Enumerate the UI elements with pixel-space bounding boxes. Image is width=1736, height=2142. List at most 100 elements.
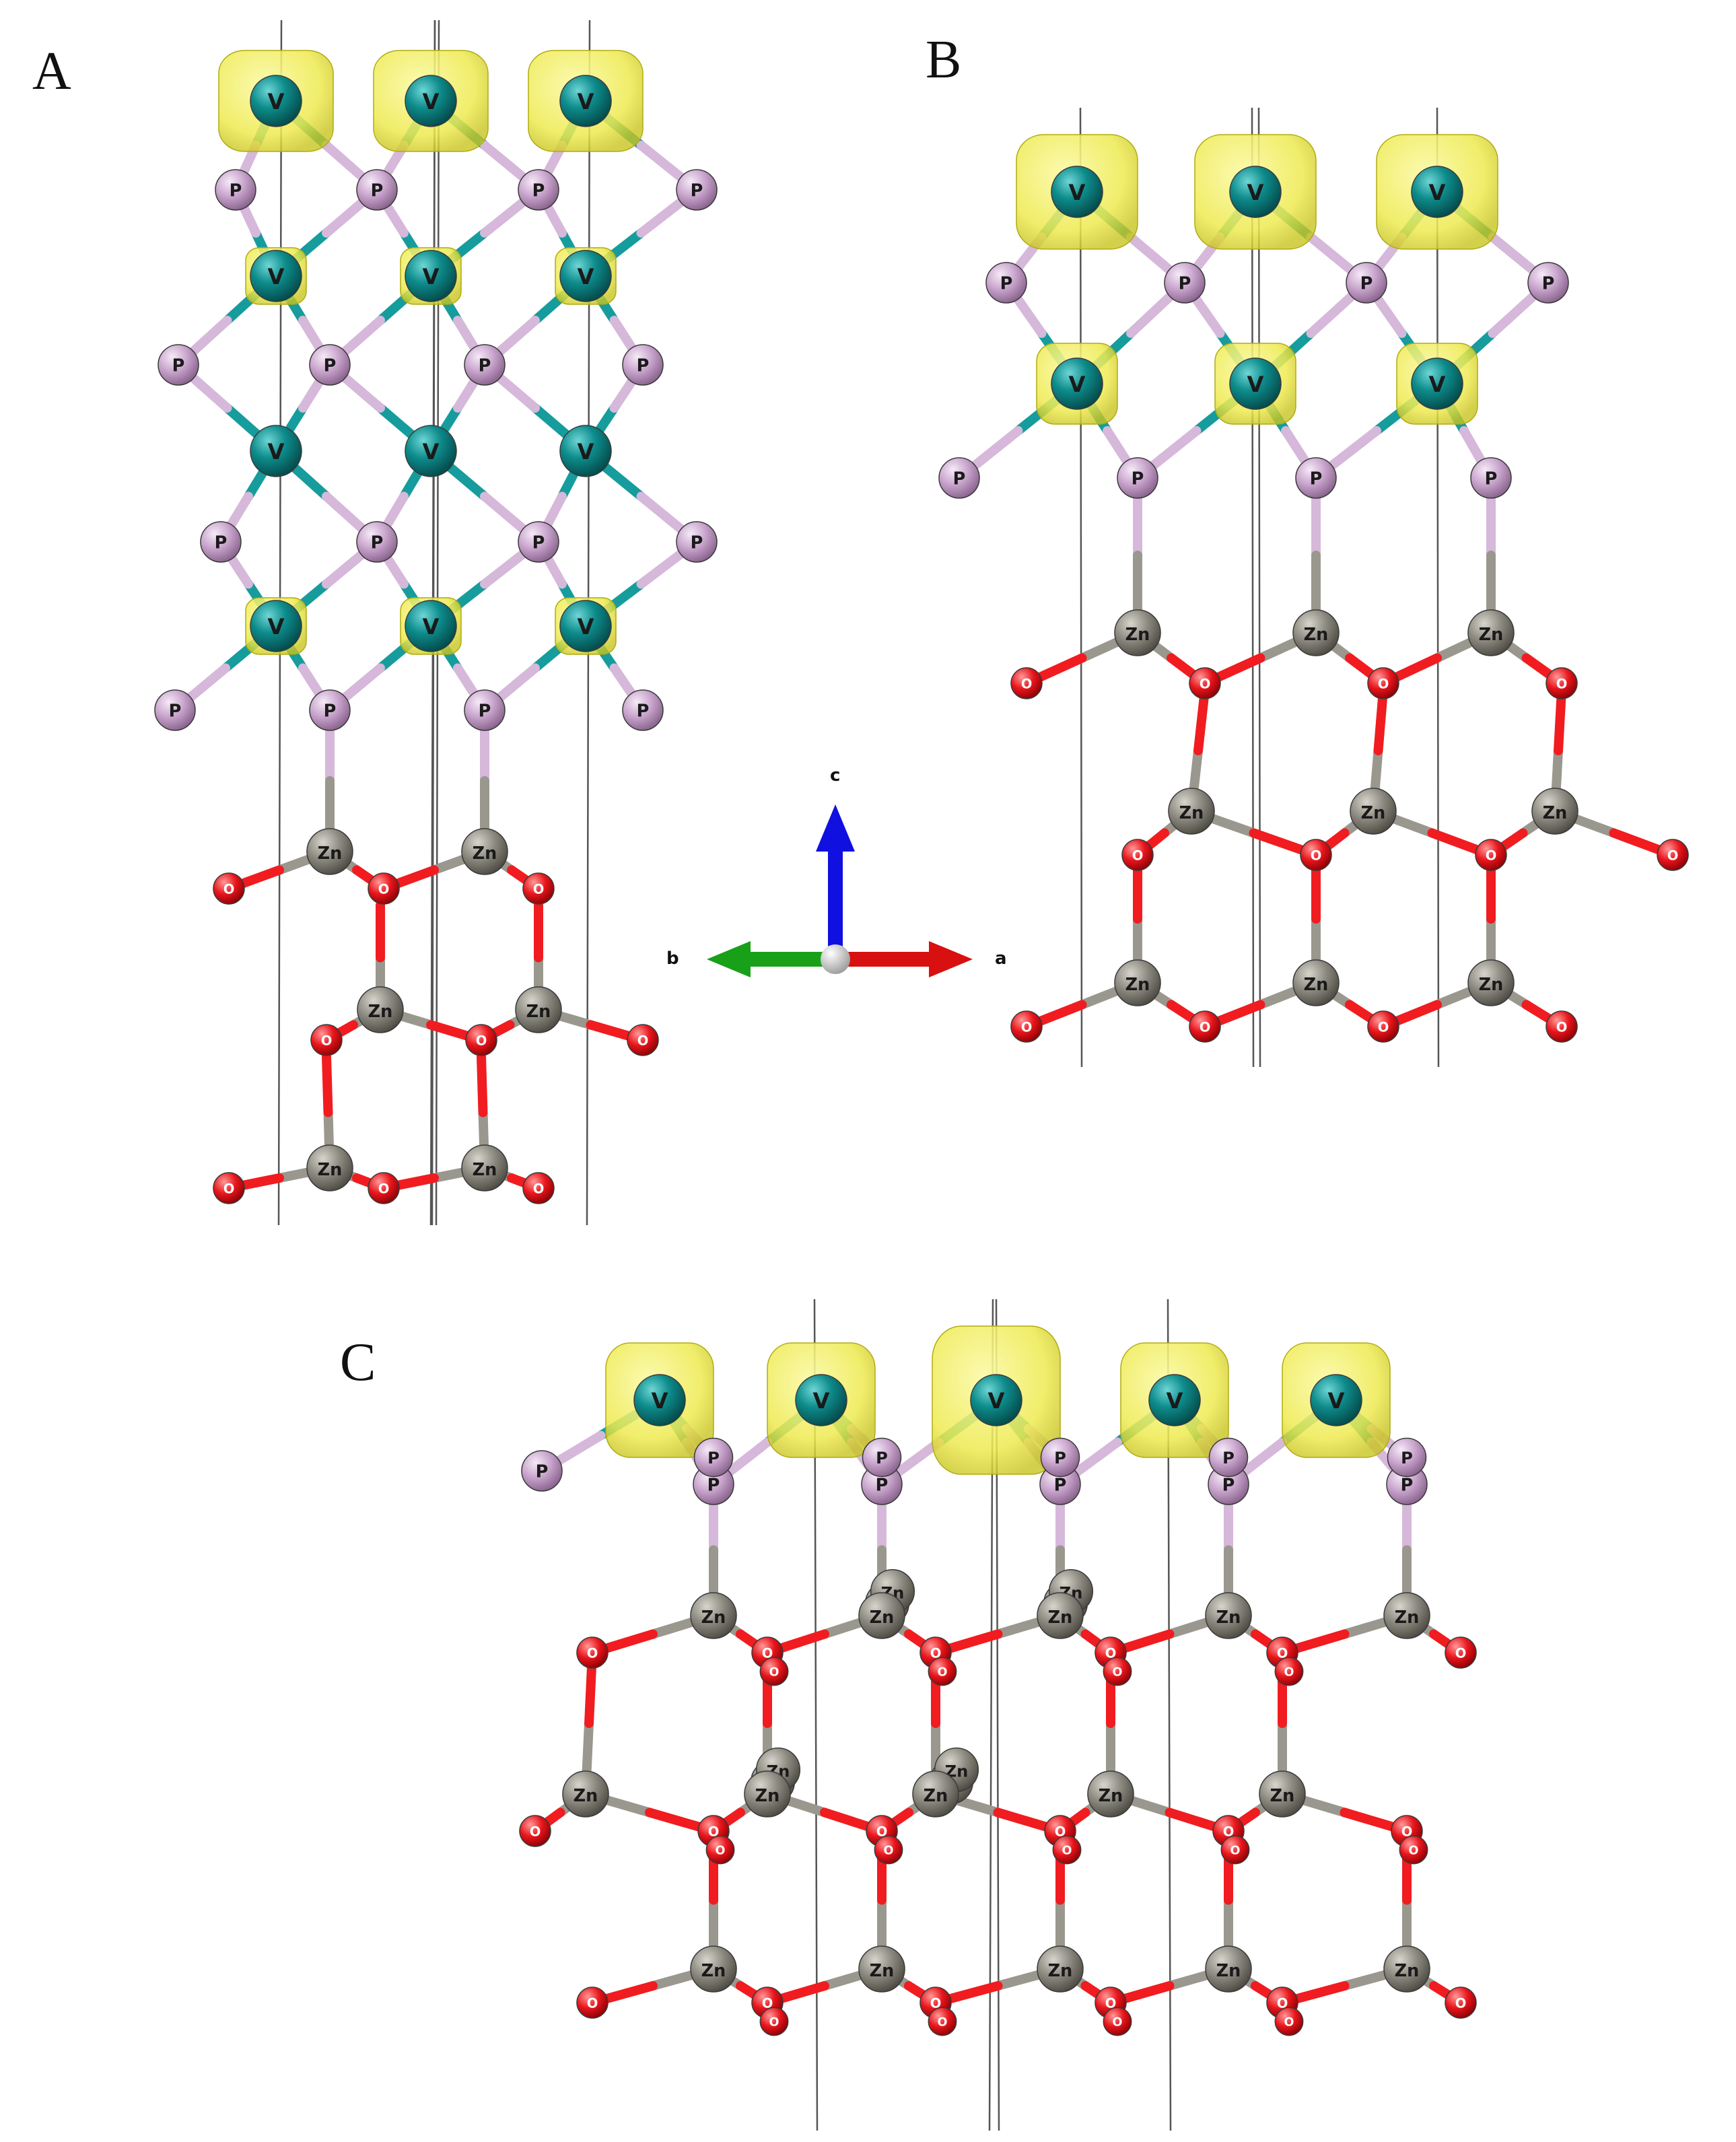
atom-zn-label: Zn — [924, 1786, 948, 1806]
atom-zn-sphere — [1383, 1945, 1430, 1993]
cell-edge — [1251, 107, 1255, 1068]
atom-zn: Zn — [1292, 959, 1340, 1006]
panel-label-c: C — [340, 1333, 376, 1392]
atom-p-sphere — [1346, 262, 1387, 304]
atom-o-sphere — [1103, 2007, 1132, 2036]
atom-zn-label: Zn — [318, 1160, 343, 1180]
atom-zn-label: Zn — [701, 1961, 726, 1981]
atom-v: V — [1051, 357, 1103, 410]
atom-p: P — [676, 169, 718, 211]
atom-v: V — [559, 75, 612, 127]
atom-o-sphere — [1367, 667, 1399, 699]
atom-p-label: P — [1310, 469, 1323, 489]
atom-o: O — [368, 1172, 400, 1204]
atom-zn: Zn — [1037, 1945, 1084, 1993]
atom-zn-label: Zn — [1270, 1786, 1295, 1806]
atom-v: V — [559, 425, 612, 477]
atom-zn-sphere — [357, 986, 404, 1033]
atom-zn-label: Zn — [1048, 1961, 1073, 1981]
atom-v-label: V — [423, 439, 440, 464]
atom-zn: Zn — [1467, 959, 1515, 1006]
panel-label-b: B — [926, 30, 961, 90]
atom-p: P — [938, 457, 980, 499]
atom-o: O — [522, 1172, 555, 1204]
atom-zn: Zn — [461, 1144, 508, 1191]
atom-p: P — [1040, 1437, 1080, 1478]
atom-v-sphere — [633, 1374, 686, 1426]
atom-p-label: P — [637, 356, 650, 376]
atom-o-sphere — [1052, 1835, 1082, 1865]
atom-v: V — [559, 600, 612, 652]
atom-v-sphere — [1051, 166, 1103, 218]
atom-zn-sphere — [306, 828, 353, 875]
atom-zn-label: Zn — [526, 1002, 551, 1022]
atom-p-label: P — [1222, 1449, 1235, 1467]
atom-zn-label: Zn — [1479, 975, 1504, 995]
atom-p-sphere — [154, 689, 196, 731]
atom-p-label: P — [532, 533, 545, 553]
atom-p: P — [1470, 457, 1512, 499]
atom-p-sphere — [309, 344, 351, 386]
atom-v-sphere — [250, 425, 302, 477]
atom-p: P — [356, 521, 398, 563]
atom-zn-sphere — [1037, 1945, 1084, 1993]
atom-o-label: O — [1062, 1844, 1072, 1858]
atom-p: P — [464, 344, 506, 386]
atom-p-label: P — [371, 533, 384, 553]
atom-o: O — [576, 1986, 609, 2019]
atom-p: P — [200, 521, 242, 563]
atom-zn: Zn — [1205, 1945, 1252, 1993]
atom-p-label: P — [707, 1449, 720, 1467]
atom-v-sphere — [405, 250, 457, 302]
atom-zn-label: Zn — [1479, 625, 1504, 645]
atom-zn: Zn — [858, 1945, 905, 1993]
atom-o-sphere — [1546, 1010, 1578, 1043]
atom-v-label: V — [578, 89, 594, 114]
atom-zn-sphere — [1292, 959, 1340, 1006]
atom-o-sphere — [1367, 1010, 1399, 1043]
atom-o-sphere — [759, 2007, 789, 2036]
atom-p-label: P — [1485, 469, 1498, 489]
atom-p-sphere — [464, 344, 506, 386]
atom-v-sphere — [1148, 1374, 1201, 1426]
atom-zn: Zn — [1259, 1770, 1306, 1818]
atom-p-sphere — [1208, 1437, 1249, 1478]
axis-b-arrowhead — [707, 941, 751, 977]
atom-o-sphere — [1657, 839, 1689, 871]
atom-o-label: O — [1021, 676, 1033, 691]
atom-o-label: O — [1113, 2016, 1123, 2030]
atom-zn-sphere — [1114, 609, 1161, 656]
atom-p: P — [464, 689, 506, 731]
atom-p: P — [521, 1450, 563, 1492]
atom-p: P — [1208, 1437, 1249, 1478]
atom-p-label: P — [1054, 1449, 1066, 1467]
atom-o-label: O — [930, 1995, 942, 2011]
atom-v: V — [559, 250, 612, 302]
atom-v-sphere — [250, 600, 302, 652]
atom-o: O — [465, 1024, 497, 1056]
atom-o-label: O — [637, 1033, 649, 1048]
atom-zn-label: Zn — [1216, 1961, 1241, 1981]
atom-zn: Zn — [1087, 1770, 1134, 1818]
atom-zn-sphere — [562, 1770, 609, 1818]
atom-p-sphere — [356, 521, 398, 563]
atom-o-label: O — [1055, 1824, 1066, 1839]
atom-o-label: O — [884, 1844, 894, 1858]
atom-zn-sphere — [690, 1945, 737, 1993]
atom-p-sphere — [1040, 1437, 1080, 1478]
atom-p-label: P — [1132, 469, 1144, 489]
atom-o-sphere — [576, 1636, 609, 1669]
atom-zn-label: Zn — [1361, 803, 1386, 823]
bond-segment — [477, 1052, 488, 1117]
atom-o-label: O — [1105, 1645, 1117, 1661]
atom-zn-label: Zn — [1179, 803, 1204, 823]
atom-o: O — [1475, 839, 1507, 871]
atom-zn-label: Zn — [701, 1608, 726, 1628]
atom-v: V — [405, 425, 457, 477]
atom-zn-label: Zn — [1048, 1608, 1073, 1628]
atom-v-label: V — [1167, 1388, 1183, 1414]
atom-zn-sphere — [1531, 788, 1578, 835]
atom-p-sphere — [356, 169, 398, 211]
atom-o: O — [1189, 1010, 1221, 1043]
